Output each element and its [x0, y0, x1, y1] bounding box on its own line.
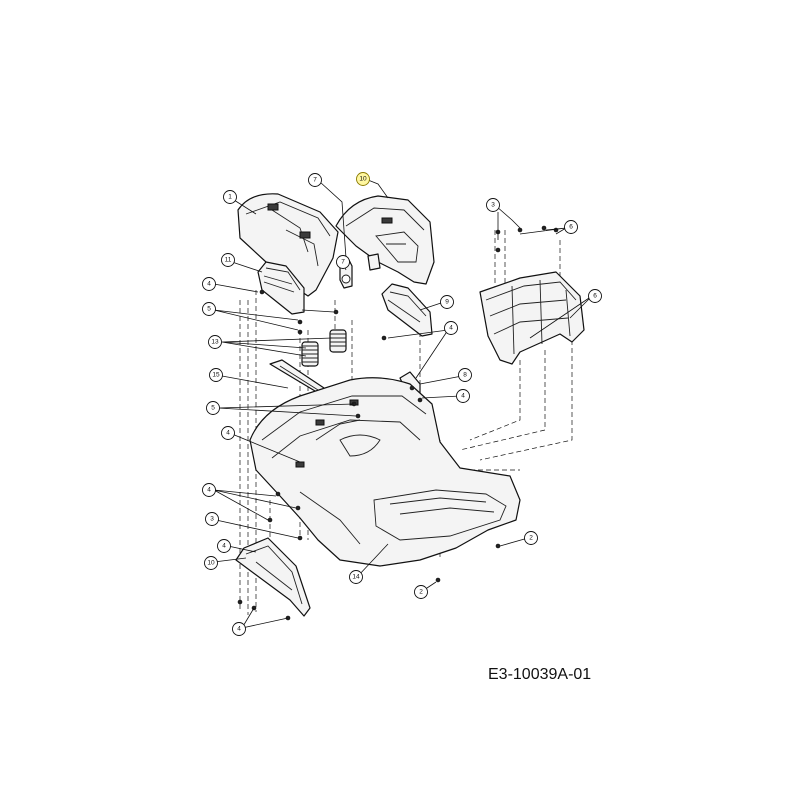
part-right-fender: [335, 195, 435, 285]
callout: 4: [202, 483, 216, 497]
callout: 5: [202, 302, 216, 316]
callout: 9: [440, 295, 454, 309]
svg-text:15: 15: [212, 372, 220, 379]
callout: 6: [588, 289, 602, 303]
svg-text:4: 4: [226, 430, 230, 437]
screws: [237, 225, 559, 621]
svg-text:13: 13: [211, 339, 219, 346]
part-side-step: [235, 537, 311, 617]
svg-text:7: 7: [341, 259, 345, 266]
svg-text:10: 10: [359, 176, 367, 183]
callout: 2: [524, 531, 538, 545]
svg-text:9: 9: [445, 299, 449, 306]
svg-text:4: 4: [207, 487, 211, 494]
callout: 7: [308, 173, 322, 187]
svg-text:3: 3: [210, 516, 214, 523]
callout: 8: [458, 368, 472, 382]
callouts: 1 7 10 3 6 11 7 4 5 9 6 13 4 15 8 5 4 4 …: [202, 172, 602, 636]
callout: 2: [414, 585, 428, 599]
callout: 3: [486, 198, 500, 212]
svg-text:2: 2: [419, 589, 423, 596]
callout: 4: [221, 426, 235, 440]
svg-text:7: 7: [313, 177, 317, 184]
svg-text:4: 4: [207, 281, 211, 288]
part-springs: [301, 329, 347, 367]
part-main-body: [249, 377, 521, 567]
svg-text:1: 1: [228, 194, 232, 201]
callout: 10: [204, 556, 218, 570]
callout: 14: [349, 570, 363, 584]
svg-text:4: 4: [449, 325, 453, 332]
callout: 15: [209, 368, 223, 382]
part-right-insert: [381, 283, 433, 337]
svg-text:4: 4: [222, 543, 226, 550]
svg-text:3: 3: [491, 202, 495, 209]
svg-text:14: 14: [352, 574, 360, 581]
svg-text:6: 6: [569, 224, 573, 231]
svg-text:8: 8: [463, 372, 467, 379]
svg-text:10: 10: [207, 560, 215, 567]
part-left-fender: [237, 193, 339, 297]
callout: 1: [223, 190, 237, 204]
callout: 4: [444, 321, 458, 335]
callout: 4: [456, 389, 470, 403]
diagram-code: E3-10039A-01: [488, 666, 592, 683]
callout: 11: [221, 253, 235, 267]
svg-text:4: 4: [237, 626, 241, 633]
callout: 6: [564, 220, 578, 234]
svg-text:6: 6: [593, 293, 597, 300]
svg-text:5: 5: [207, 306, 211, 313]
part-rear-basket: [479, 271, 585, 365]
callout: 4: [217, 539, 231, 553]
callout: 4: [232, 622, 246, 636]
part-left-insert: [257, 261, 305, 315]
svg-text:5: 5: [211, 405, 215, 412]
callout: 4: [202, 277, 216, 291]
svg-text:4: 4: [461, 393, 465, 400]
callout-highlighted: 10: [356, 172, 370, 186]
callout: 3: [205, 512, 219, 526]
svg-text:2: 2: [529, 535, 533, 542]
callout: 13: [208, 335, 222, 349]
callout: 7: [336, 255, 350, 269]
callout: 5: [206, 401, 220, 415]
svg-text:11: 11: [225, 257, 232, 264]
